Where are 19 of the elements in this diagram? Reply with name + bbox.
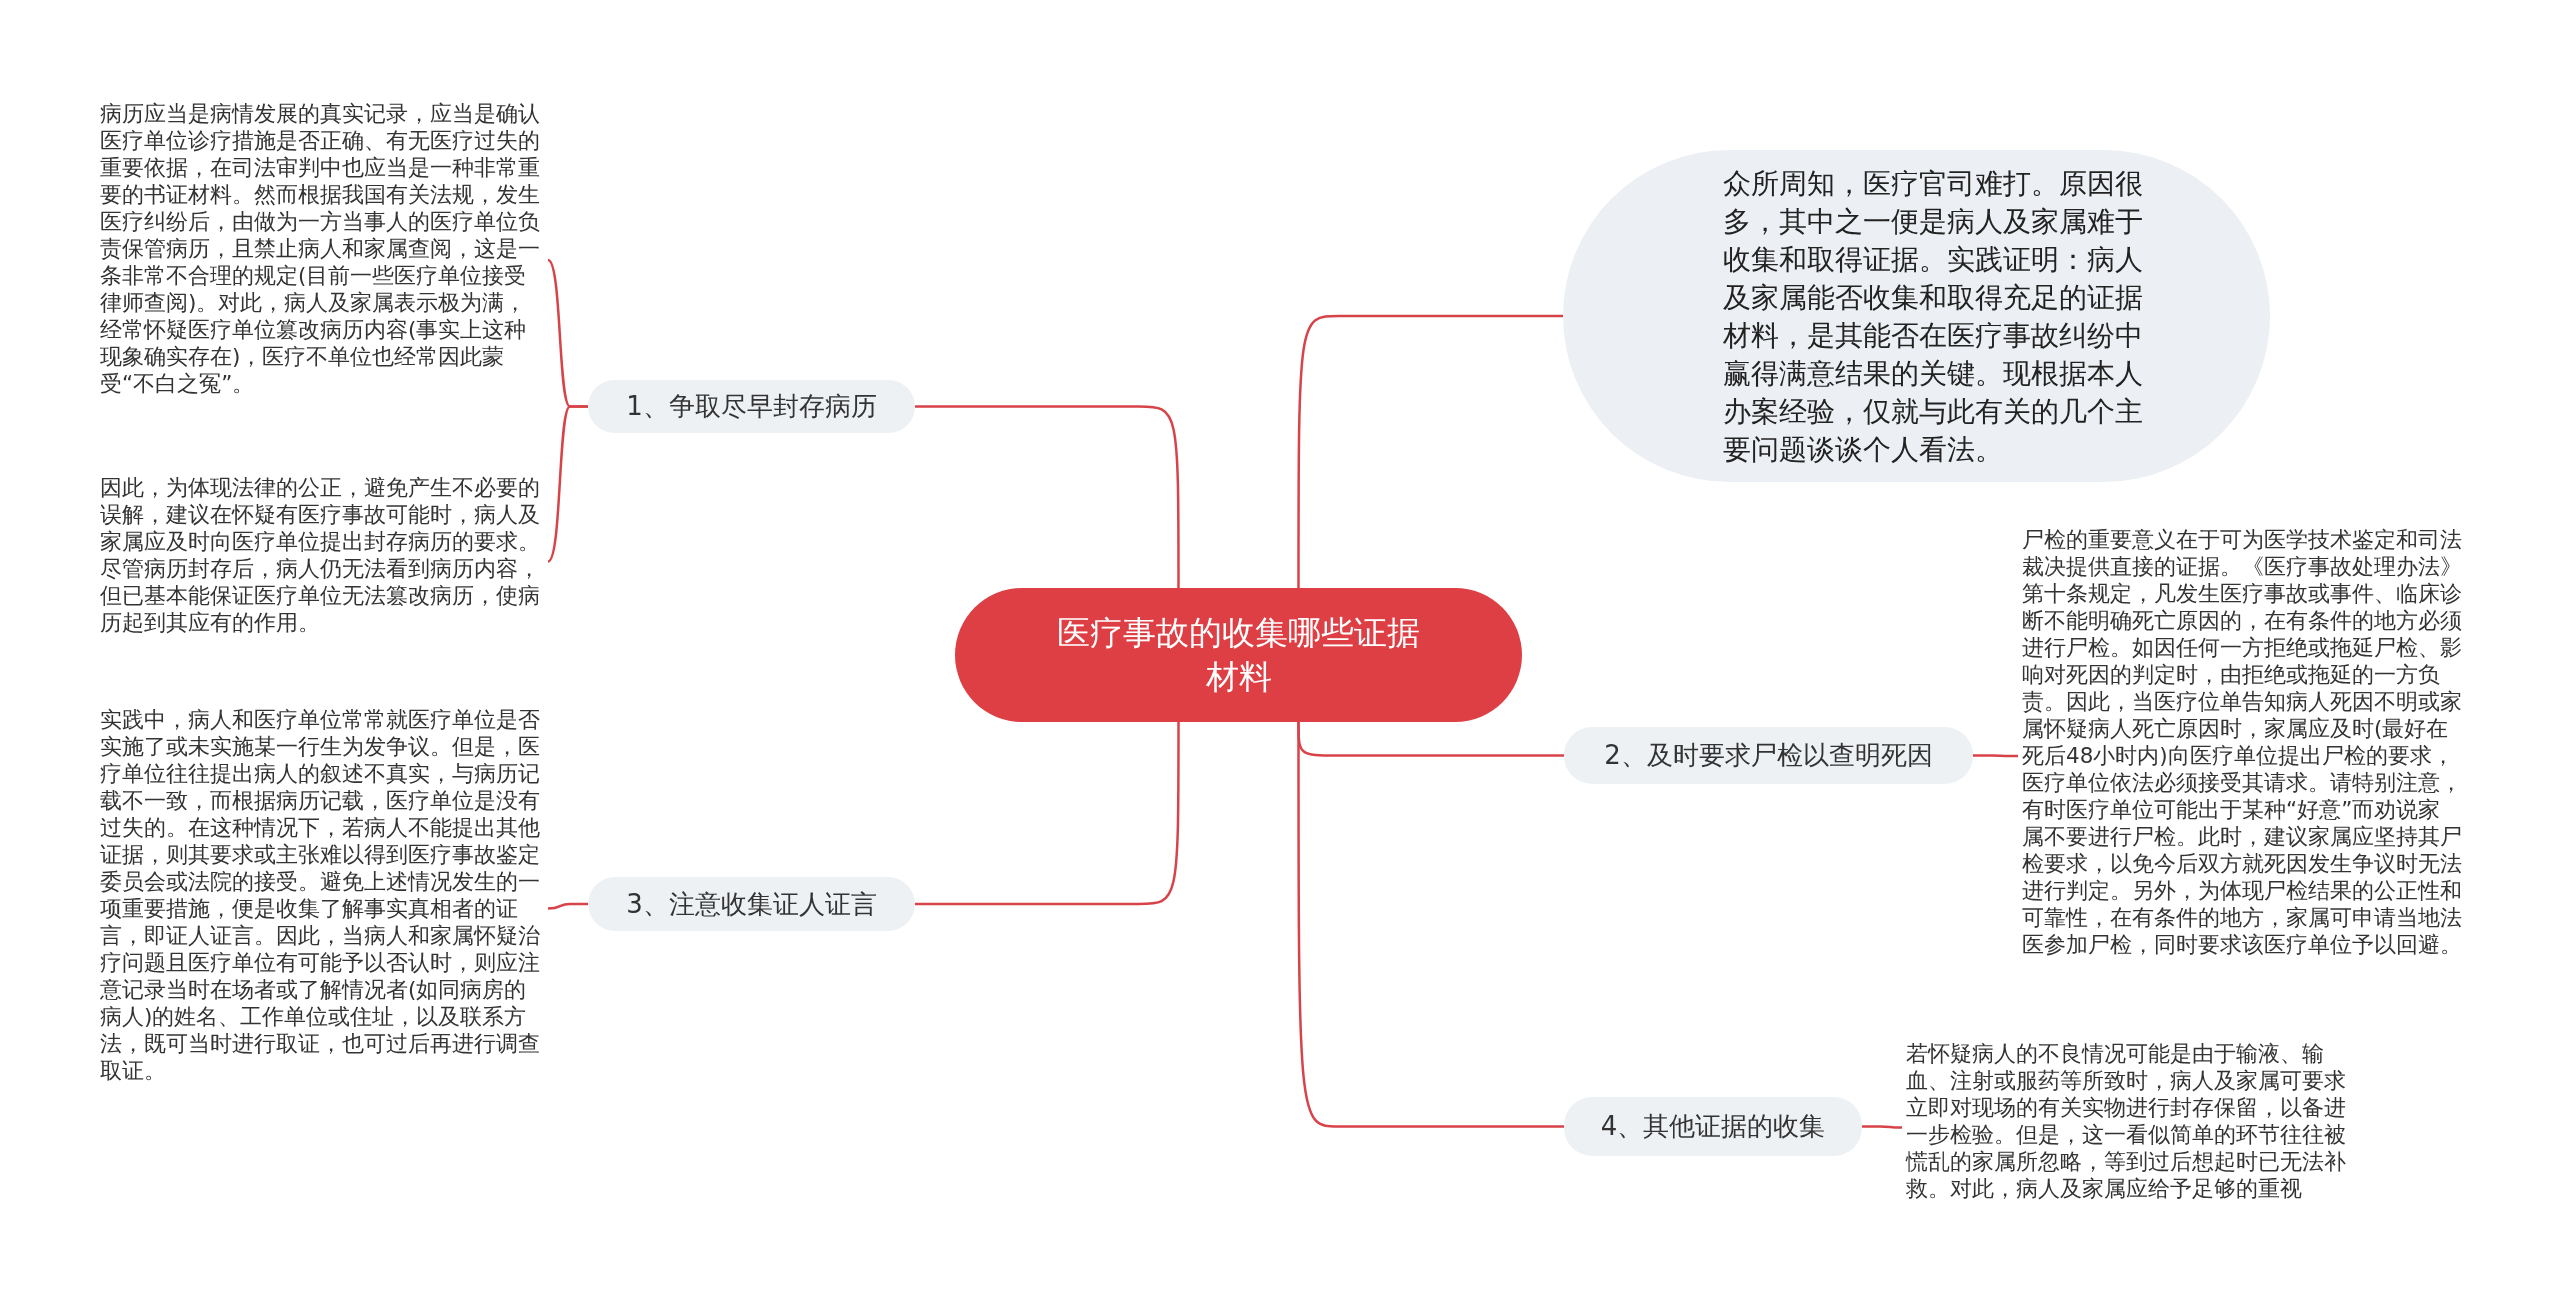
note-text: 若怀疑病人的不良情况可能是由于输液、输血、注射或服药等所致时，病人及家属可要求立即对现场的有关实物进行封存保留，以备进一步检验。但是，这一看似简单的环节往往被慌乱的家属所忽略，等到过后想起时已无法补救。对此，病人及家属应给予足够的重视 <box>1902 1040 2354 1215</box>
connector-line <box>1973 754 2018 758</box>
note-text: 实践中，病人和医疗单位常常就医疗单位是否实施了或未实施某一行生为发争议。但是，医疗单位往往提出病人的叙述不真实，与病历记载不一致，而根据病历记载，医疗单位是没有过失的。在这种情况下，若病人不能提出其他证据，则其要求或主张难以得到医疗事故鉴定委员会或法院的接受。避免上述情况发生的一项重要措施，便是收集了解事实真相者的证言，即证人证言。因此，当病人和家属怀疑治疗问题且医疗单位有可能予以否认时，则应注意记录当时在场者或了解情况者(如同病房的病人)的姓名、工作单位或住址，以及联系方法，既可当时进行取证，也可过后再进行调查取证。 <box>96 706 548 1111</box>
connector-line <box>547 902 588 910</box>
connector-line <box>915 722 1180 906</box>
connector-line <box>547 405 588 563</box>
note-text: 病历应当是病情发展的真实记录，应当是确认医疗单位诊疗措施是否正确、有无医疗过失的重要依据，在司法审判中也应当是一种非常重要的书证材料。然而根据我国有关法规，发生医疗纠纷后，由做为一方当事人的医疗单位负责保管病历，且禁止病人和家属查阅，这是一条非常不合理的规定(目前一些医疗单位接受律师查阅)。对此，病人及家属表示极为满，经常怀疑医疗单位篡改病历内容(事实上这种现象确实存在)，医疗不单位也经常因此蒙受“不白之冤”。 <box>96 100 548 420</box>
connector-line <box>1862 1125 1902 1129</box>
topic-pill: 2、及时要求尸检以查明死因 <box>1564 727 1973 784</box>
note-text: 尸检的重要意义在于可为医学技术鉴定和司法裁决提供直接的证据。《医疗事故处理办法》第十条规定，凡发生医疗事故或事件、临床诊断不能明确死亡原因的，在有条件的地方必须进行尸检。如因任何一方拒绝或拖延尸检、影响对死因的判定时，由拒绝或拖延的一方负责。因此，当医疗位单告知病人死因不明或家属怀疑病人死亡原因时，家属应及时(最好在死后48小时内)向医疗单位提出尸检的要求，医疗单位依法必须接受其请求。请特别注意，有时医疗单位可能出于某种“好意”而劝说家属不要进行尸检。此时，建议家属应坚持其尸检要求，以免今后双方就死因发生争议时无法进行判定。另外，为体现尸检结果的公正性和可靠性，在有条件的地方，家属可申请当地法医参加尸检，同时要求该医疗单位予以回避。 <box>2018 526 2470 986</box>
topic-pill: 1、争取尽早封存病历 <box>588 380 915 433</box>
intro-bubble: 众所周知，医疗官司难打。原因很多，其中之一便是病人及家属难于收集和取得证据。实践证明：病人及家属能否收集和取得充足的证据材料，是其能否在医疗事故纠纷中赢得满意结果的关键。现根据本人办案经验，仅就与此有关的几个主要问题谈谈个人看法。 <box>1563 150 2270 482</box>
note-text: 因此，为体现法律的公正，避免产生不必要的误解，建议在怀疑有医疗事故可能时，病人及家属应及时向医疗单位提出封存病历的要求。尽管病历封存后，病人仍无法看到病历内容，但已基本能保证医疗单位无法篡改病历，使病历起到其应有的作用。 <box>96 474 548 649</box>
topic-pill: 3、注意收集证人证言 <box>588 877 915 931</box>
topic-pill: 4、其他证据的收集 <box>1564 1097 1862 1156</box>
central-topic: 医疗事故的收集哪些证据材料 <box>955 588 1522 722</box>
connector-line <box>1297 314 1563 588</box>
connector-line <box>915 405 1180 588</box>
connector-line <box>1297 722 1564 1128</box>
